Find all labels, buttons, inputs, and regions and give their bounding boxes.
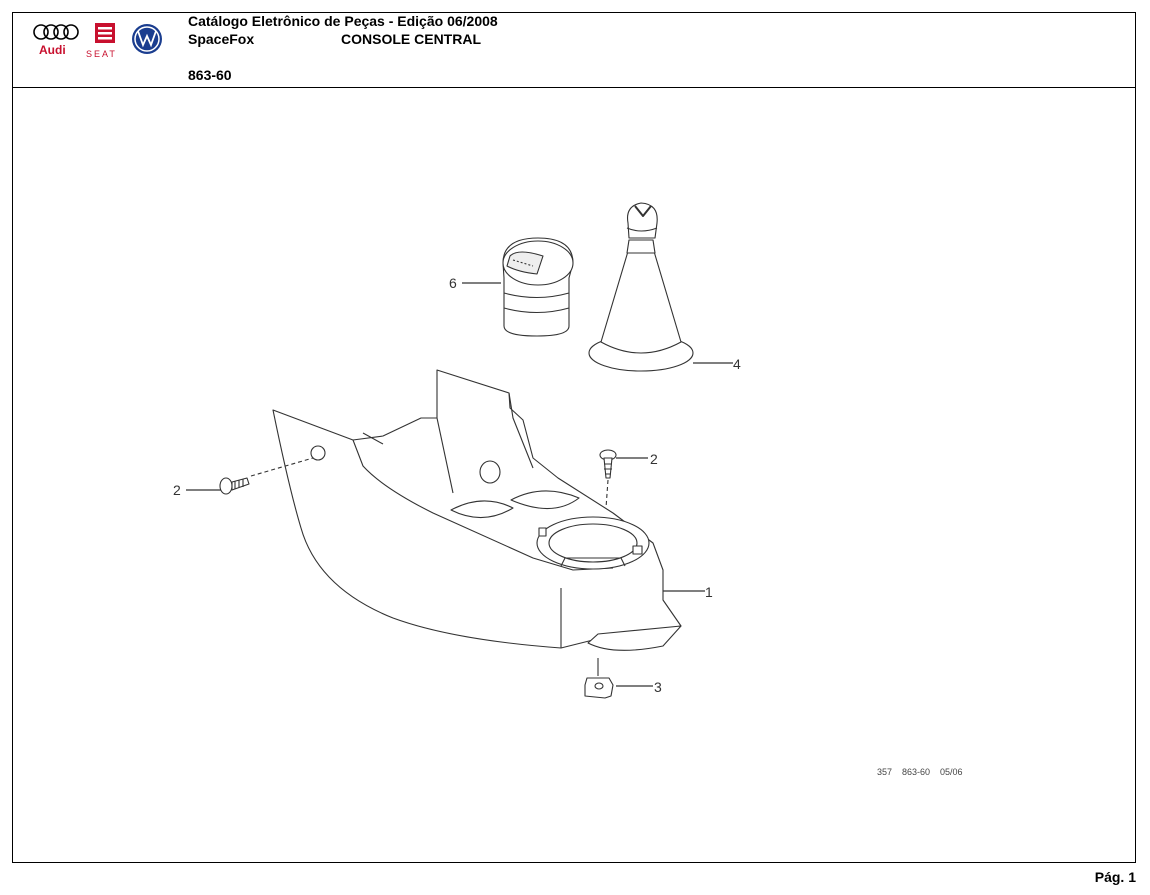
catalog-page-frame: Audi SEAT Catálogo Eletrônico de Peças -…: [12, 12, 1136, 863]
callout-part-2-right: 2: [650, 451, 658, 467]
vehicle-model: SpaceFox: [188, 31, 255, 47]
callout-part-1: 1: [705, 584, 713, 600]
page-number: Pág. 1: [1094, 869, 1136, 885]
part-4-gear-boot-drawing: [588, 202, 694, 372]
leader-lines: [186, 282, 733, 687]
parts-diagram: 6 4 2 2 1 3 357 863-60 05/06: [173, 202, 963, 777]
part-1-center-console-drawing: [272, 369, 682, 651]
seat-logo-icon: [95, 23, 115, 43]
drawing-reference-code: 357 863-60 05/06: [877, 767, 963, 777]
catalog-header: Audi SEAT Catálogo Eletrônico de Peças -…: [13, 13, 1135, 88]
audi-logo-icon: [33, 24, 79, 40]
callout-part-6: 6: [449, 275, 457, 291]
callout-part-4: 4: [733, 356, 741, 372]
part-2-screw-right-drawing: [599, 449, 617, 509]
seat-label: SEAT: [86, 49, 117, 59]
brand-logos: Audi SEAT: [33, 23, 162, 59]
section-title: CONSOLE CENTRAL: [341, 31, 481, 47]
group-code: 863-60: [188, 67, 232, 83]
vw-logo-icon: [132, 24, 162, 54]
callout-part-3: 3: [654, 679, 662, 695]
part-3-clip-nut-drawing: [584, 658, 614, 699]
part-6-ashtray-drawing: [502, 237, 574, 337]
callout-part-2-left: 2: [173, 482, 181, 498]
catalog-title: Catálogo Eletrônico de Peças - Edição 06…: [188, 13, 498, 29]
audi-label: Audi: [39, 43, 66, 57]
part-2-screw-left-drawing: [219, 457, 314, 495]
